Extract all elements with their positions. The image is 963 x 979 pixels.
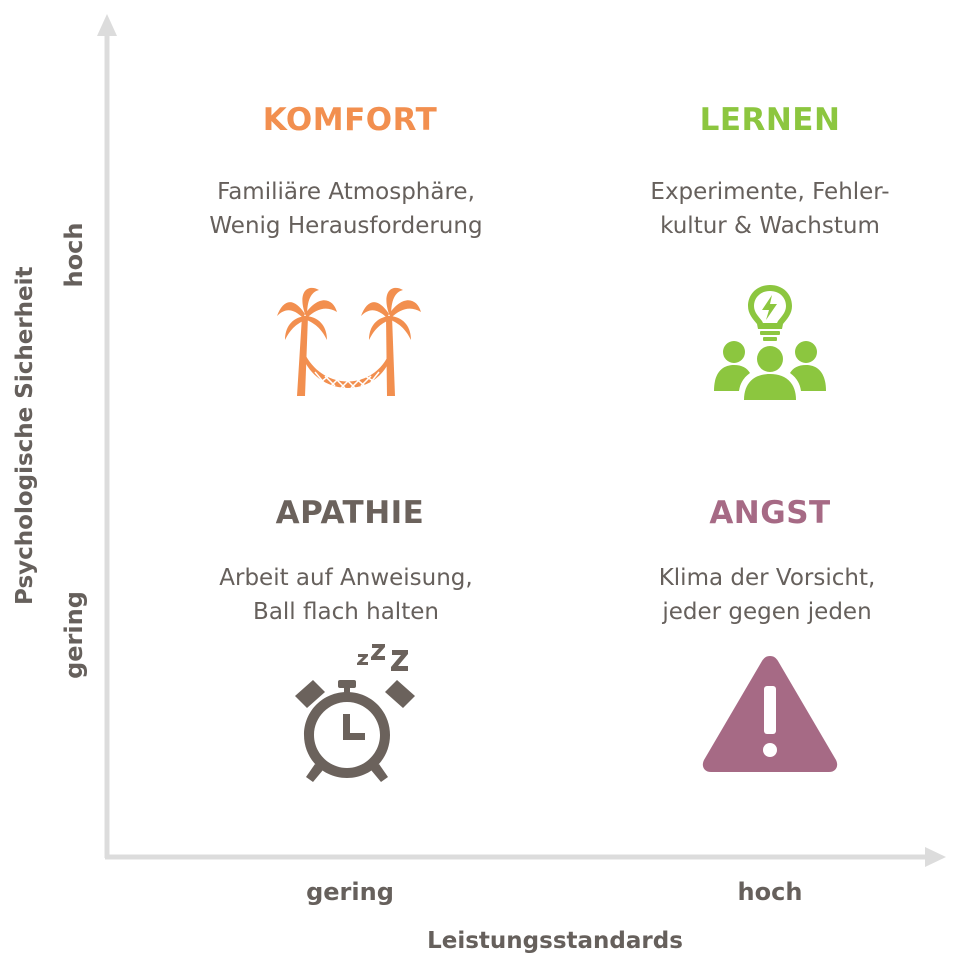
komfort-title: KOMFORT	[262, 102, 438, 138]
y-axis-title: Psychologische Sicherheit	[12, 266, 38, 605]
apathie-line-2: Ball flach halten	[253, 599, 439, 625]
team-idea-icon	[714, 285, 826, 400]
apathie-line-1: Arbeit auf Anweisung,	[219, 565, 473, 591]
x-axis-title: Leistungsstandards	[427, 928, 683, 954]
komfort-line-2: Wenig Herausforderung	[209, 213, 483, 239]
palm-hammock-icon	[277, 287, 421, 396]
y-axis-low-label: gering	[60, 591, 88, 679]
sleeping-alarm-clock-icon	[295, 644, 415, 782]
angst-line-2: jeder gegen jeden	[662, 599, 872, 625]
lernen-line-1: Experimente, Fehler-	[650, 179, 890, 205]
y-axis-arrow	[97, 14, 117, 36]
komfort-line-1: Familiäre Atmosphäre,	[217, 179, 475, 205]
komfort-description: Familiäre Atmosphäre, Wenig Herausforder…	[146, 175, 546, 243]
x-axis-low-label: gering	[306, 878, 394, 906]
warning-triangle-icon	[702, 656, 838, 772]
y-axis-high-label: hoch	[60, 222, 88, 288]
angst-title: ANGST	[709, 495, 831, 531]
lernen-title: LERNEN	[699, 102, 841, 138]
lernen-line-2: kultur & Wachstum	[660, 213, 880, 239]
lernen-description: Experimente, Fehler- kultur & Wachstum	[570, 175, 963, 243]
angst-line-1: Klima der Vorsicht,	[658, 565, 876, 591]
x-axis-high-label: hoch	[737, 878, 803, 906]
x-axis-arrow	[925, 847, 946, 867]
angst-description: Klima der Vorsicht, jeder gegen jeden	[567, 561, 963, 629]
apathie-description: Arbeit auf Anweisung, Ball flach halten	[146, 561, 546, 629]
apathie-title: APATHIE	[275, 495, 425, 531]
